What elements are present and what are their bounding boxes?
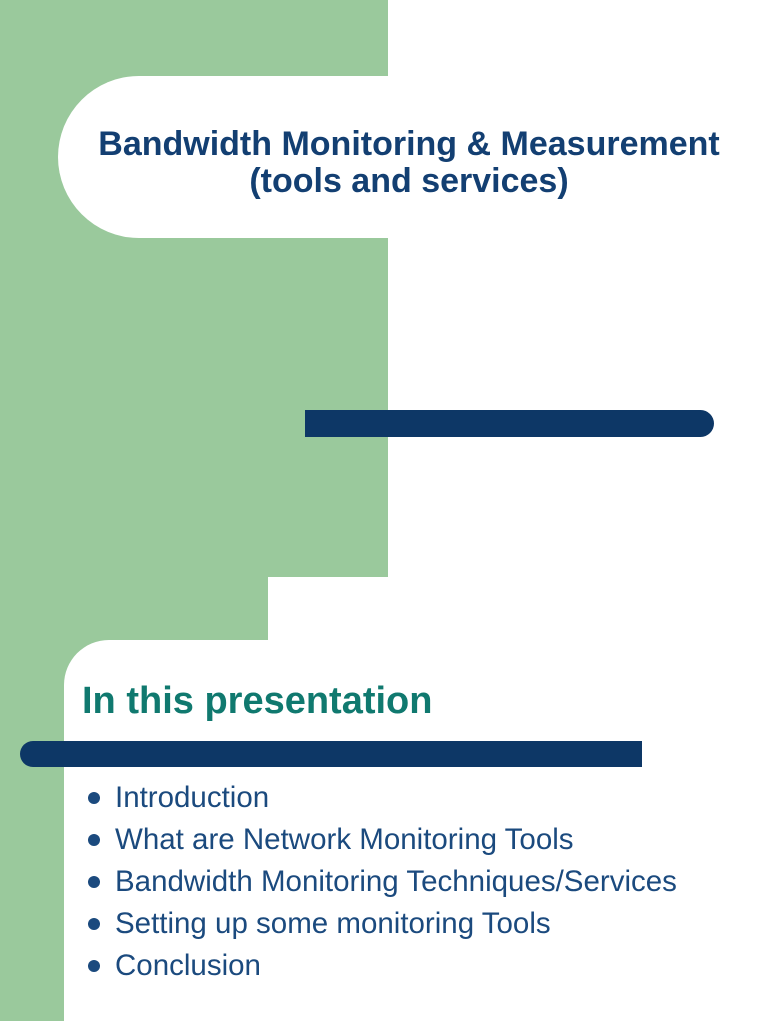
bullet-text: Conclusion: [115, 949, 261, 982]
section-heading: In this presentation: [82, 680, 433, 722]
bullet-dot-icon: [88, 792, 100, 804]
list-item: Conclusion: [88, 945, 677, 987]
bullet-text: What are Network Monitoring Tools: [115, 823, 574, 856]
green-backdrop-strip: [0, 640, 64, 1021]
bullet-dot-icon: [88, 960, 100, 972]
bullet-dot-icon: [88, 834, 100, 846]
content-panel: [64, 640, 768, 1024]
slide-title-line2: (tools and services): [249, 162, 569, 200]
title-capsule: [58, 76, 768, 238]
bullet-text: Bandwidth Monitoring Techniques/Services: [115, 865, 677, 898]
bullet-dot-icon: [88, 918, 100, 930]
list-item: Bandwidth Monitoring Techniques/Services: [88, 861, 677, 903]
divider-bar-slide2: [20, 741, 642, 767]
list-item: Introduction: [88, 777, 677, 819]
bullet-text: Setting up some monitoring Tools: [115, 907, 551, 940]
bullet-text: Introduction: [115, 781, 270, 814]
slide-title: Bandwidth Monitoring & Measurement (tool…: [58, 126, 760, 200]
bullet-dot-icon: [88, 876, 100, 888]
list-item: What are Network Monitoring Tools: [88, 819, 677, 861]
divider-bar-slide1: [305, 410, 714, 437]
bullet-list: Introduction What are Network Monitoring…: [88, 777, 677, 987]
list-item: Setting up some monitoring Tools: [88, 903, 677, 945]
slide-title-line1: Bandwidth Monitoring & Measurement: [98, 125, 720, 163]
